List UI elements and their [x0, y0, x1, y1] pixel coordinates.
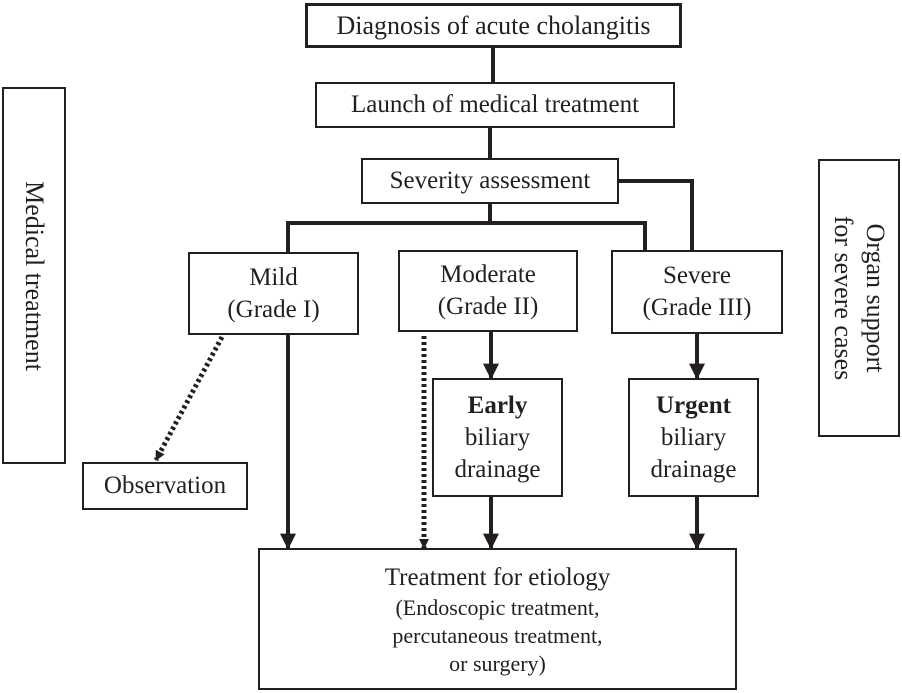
organ-support-text: Organ support for severe cases: [827, 216, 891, 381]
launch-treatment-box: Launch of medical treatment: [315, 82, 675, 128]
early-drainage: drainage: [454, 455, 541, 483]
organ-support-line-1: Organ support: [861, 223, 890, 373]
severe-label: Severe: [662, 262, 732, 289]
severity-label: Severity assessment: [389, 167, 591, 194]
diagnosis-box: Diagnosis of acute cholangitis: [305, 3, 682, 48]
organ-support-line-2: for severe cases: [829, 215, 858, 381]
medical-treatment-panel: Medical treatment: [2, 87, 66, 464]
diagnosis-label: Diagnosis of acute cholangitis: [336, 10, 651, 40]
etiology-option-endoscopic: (Endoscopic treatment,: [395, 595, 600, 620]
severity-assessment-box: Severity assessment: [361, 158, 619, 204]
urgent-biliary: biliary: [660, 423, 727, 451]
mild-box: Mild (Grade I): [188, 252, 359, 335]
urgent-label: Urgent: [656, 391, 731, 419]
etiology-option-surgery: or surgery): [449, 651, 546, 676]
urgent-drainage: drainage: [650, 455, 737, 483]
early-biliary: biliary: [464, 423, 531, 451]
etiology-title: Treatment for etiology: [384, 564, 611, 591]
etiology-option-percutaneous: percutaneous treatment,: [392, 623, 603, 648]
observation-box: Observation: [82, 462, 248, 510]
early-drainage-box: Early biliary drainage: [432, 378, 563, 497]
early-label: Early: [467, 391, 528, 419]
moderate-label: Moderate: [440, 261, 536, 288]
line-severity-organ-support: [618, 179, 694, 250]
mild-label: Mild: [249, 263, 298, 291]
severe-grade: (Grade III): [642, 294, 752, 321]
severe-box: Severe (Grade III): [611, 250, 783, 334]
launch-label: Launch of medical treatment: [350, 91, 640, 118]
organ-support-panel: Organ support for severe cases: [818, 159, 900, 437]
dotted-arrow-mild-to-observation: [153, 335, 225, 462]
observation-label: Observation: [103, 472, 227, 499]
line-branch-horizontal: [286, 221, 647, 252]
medical-treatment-label: Medical treatment: [20, 180, 49, 371]
urgent-drainage-box: Urgent biliary drainage: [628, 378, 759, 497]
moderate-box: Moderate (Grade II): [398, 250, 578, 332]
treatment-etiology-box: Treatment for etiology (Endoscopic treat…: [258, 548, 737, 690]
moderate-grade: (Grade II): [437, 293, 539, 320]
mild-grade: (Grade I): [227, 295, 320, 323]
